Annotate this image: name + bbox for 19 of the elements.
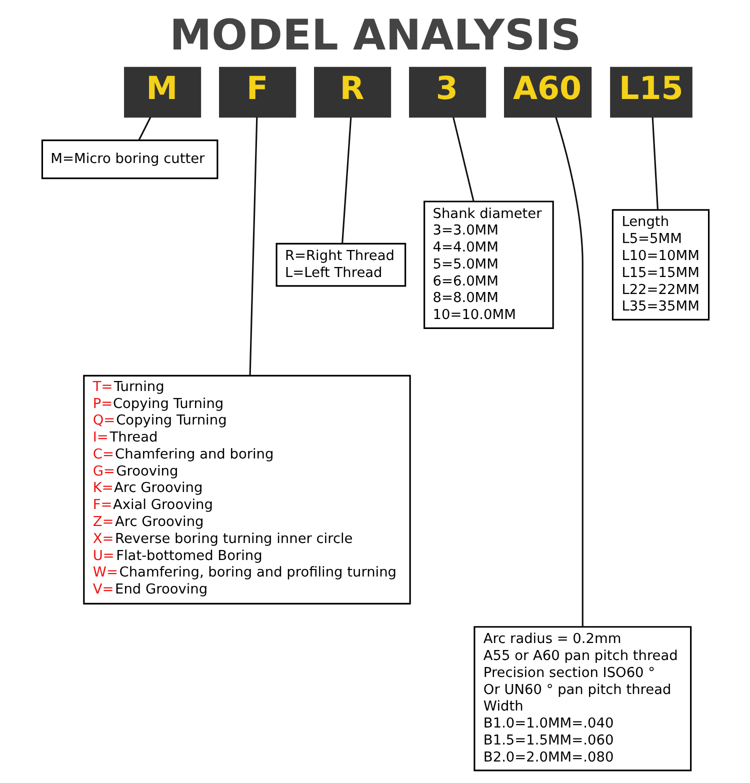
connector xyxy=(341,117,352,244)
node-box: M=Micro boring cutter xyxy=(40,140,218,180)
node-box: L15 xyxy=(610,66,692,118)
node-box: Arc radius = 0.2mm A55 or A60 pan pitch thread Precision section ISO60 ° Or UN60 ° pan pitch thread Width B1.0=1.0MM=.040 B1.5=1.5MM=.060 B2.0=2.0MM=.080 xyxy=(473,626,692,772)
diagram-title: MODEL ANALYSIS xyxy=(169,10,581,60)
node-box: T=Turning P=Copying Turning Q=Copying Turning I=Thread C=Chamfering and boring G=Grooving K=Arc Grooving F=Axial Grooving Z=Arc Grooving X=Reverse boring turning inner circle U=Flat-bottomed Boring W=Chamfering, boring and profiling turning V=End Grooving xyxy=(82,374,410,604)
connector xyxy=(452,117,474,202)
node-box: R xyxy=(314,66,391,118)
node-box: Length L5=5MM L10=10MM L15=15MM L22=22MM L35=35MM xyxy=(611,209,710,321)
node-box: Shank diameter 3=3.0MM 4=4.0MM 5=5.0MM 6=6.0MM 8=8.0MM 10=10.0MM xyxy=(423,200,554,329)
node-box: 3 xyxy=(408,66,486,118)
node-box: F xyxy=(218,66,296,118)
node-box: A60 xyxy=(504,66,592,118)
connector xyxy=(651,117,658,210)
connector xyxy=(554,117,583,627)
connector xyxy=(248,117,258,376)
node-box: R=Right Thread L=Left Thread xyxy=(275,242,406,287)
node-box: M xyxy=(124,66,201,118)
connector xyxy=(138,116,151,140)
